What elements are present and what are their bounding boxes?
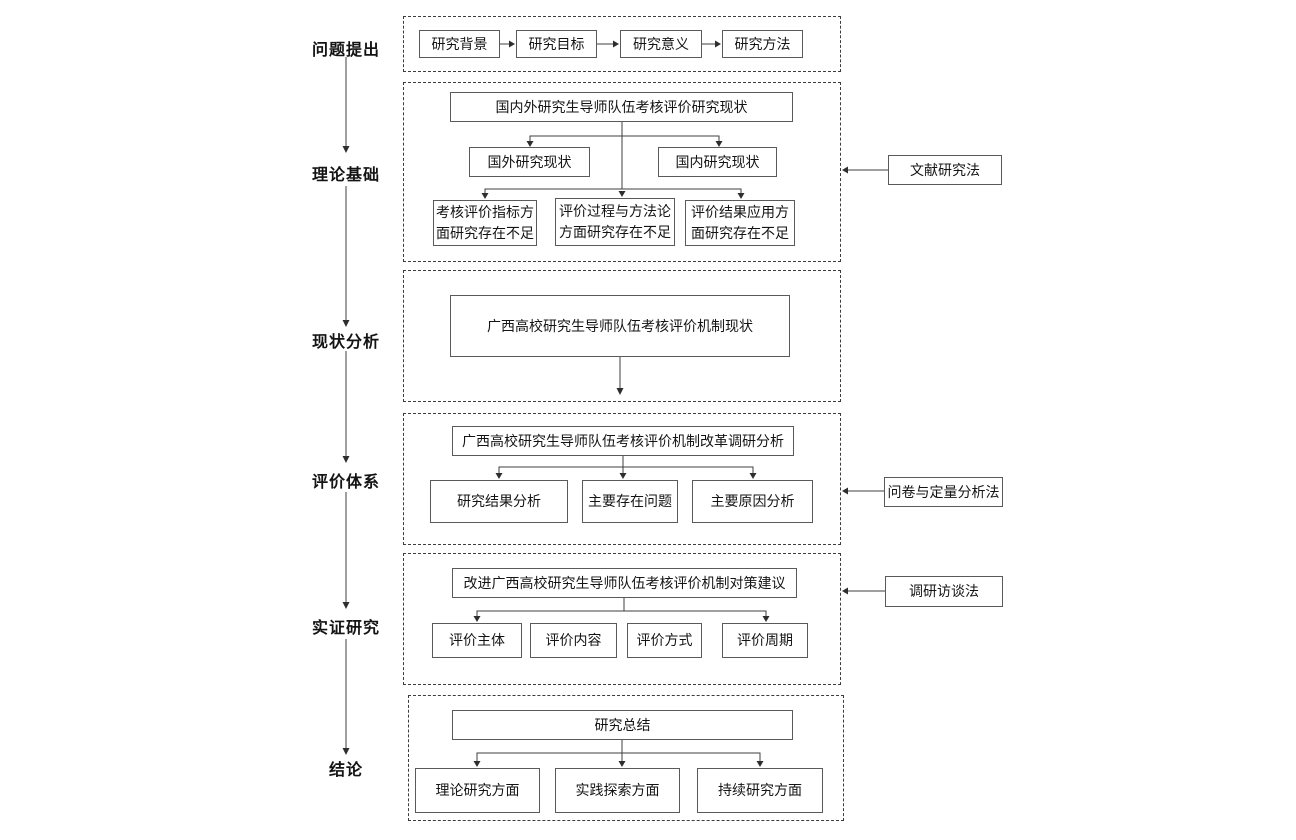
stage-label-empirical: 实证研究	[311, 620, 380, 637]
stage-label-conclusion: 结论	[328, 762, 363, 779]
stage-label-problem: 问题提出	[311, 42, 380, 59]
node-gap-methodology: 评价过程与方法论方面研究存在不足	[555, 198, 675, 246]
stage-label-evaluation: 评价体系	[311, 474, 380, 491]
node-method-survey: 问卷与定量分析法	[884, 477, 1003, 507]
section-conclusion	[408, 695, 844, 821]
node-domestic-status: 国内研究现状	[658, 147, 777, 177]
node-eval-mode: 评价方式	[627, 623, 702, 658]
stage-label-theory: 理论基础	[311, 167, 380, 184]
node-theory-aspect: 理论研究方面	[415, 768, 540, 813]
node-gap-application: 评价结果应用方面研究存在不足	[685, 200, 795, 246]
node-continuing-aspect: 持续研究方面	[697, 768, 823, 813]
node-result-analysis: 研究结果分析	[430, 480, 568, 523]
node-eval-cycle: 评价周期	[722, 623, 808, 658]
node-cause-analysis: 主要原因分析	[692, 480, 813, 523]
node-evaluation-root: 广西高校研究生导师队伍考核评价机制改革调研分析	[452, 426, 794, 456]
node-main-problems: 主要存在问题	[582, 480, 678, 523]
node-research-background: 研究背景	[419, 30, 500, 58]
node-eval-subject: 评价主体	[432, 623, 522, 658]
node-research-meaning: 研究意义	[620, 30, 702, 58]
node-practice-aspect: 实践探索方面	[555, 768, 680, 813]
node-foreign-status: 国外研究现状	[469, 147, 590, 177]
section-status	[403, 270, 841, 402]
node-theory-root: 国内外研究生导师队伍考核评价研究现状	[450, 92, 793, 122]
node-empirical-root: 改进广西高校研究生导师队伍考核评价机制对策建议	[452, 568, 797, 598]
section-evaluation	[403, 413, 841, 545]
node-conclusion-root: 研究总结	[452, 710, 793, 740]
node-research-goal: 研究目标	[516, 30, 597, 58]
section-theory	[403, 82, 841, 262]
node-method-literature: 文献研究法	[888, 155, 1002, 185]
node-method-interview: 调研访谈法	[885, 576, 1003, 607]
node-gap-indicators: 考核评价指标方面研究存在不足	[433, 200, 537, 246]
node-research-method: 研究方法	[722, 30, 803, 58]
stage-label-status: 现状分析	[311, 334, 380, 351]
node-status-root: 广西高校研究生导师队伍考核评价机制现状	[450, 295, 790, 357]
node-eval-content: 评价内容	[530, 623, 617, 658]
section-empirical	[403, 553, 841, 685]
section-problem	[403, 16, 841, 72]
